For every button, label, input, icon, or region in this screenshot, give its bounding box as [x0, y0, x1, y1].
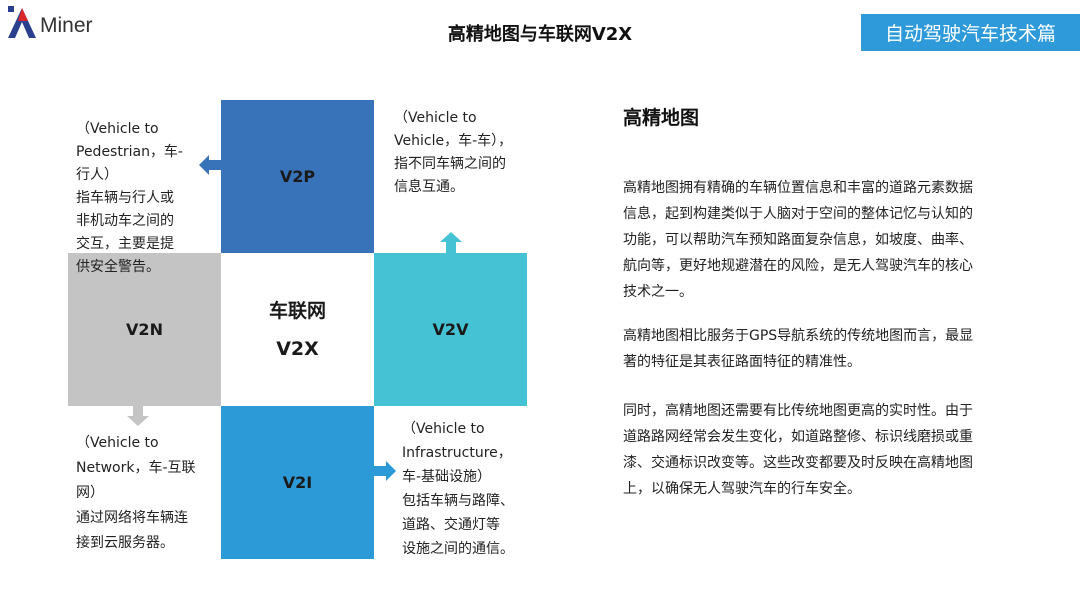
paragraph-3: 同时，高精地图还需要有比传统地图更高的实时性。由于 道路路网经常会发生变化，如道…: [623, 403, 973, 497]
v2i-label: V2I: [282, 473, 313, 492]
miner-logo-icon: [8, 6, 36, 38]
v2v-label: V2V: [432, 320, 469, 339]
v2p-label: V2P: [279, 167, 316, 186]
v2n-block: V2N: [68, 253, 221, 406]
v2p-block: V2P: [221, 100, 374, 253]
v2n-description: （Vehicle to Network，车-互联 网） 通过网络将车辆连 接到云…: [76, 435, 196, 551]
arrow-left-icon: [199, 155, 221, 175]
v2v-description: （Vehicle to Vehicle，车-车）， 指不同车辆之间的 信息互通。: [394, 110, 513, 195]
paragraph-1: 高精地图拥有精确的车辆位置信息和丰富的道路元素数据 信息，起到构建类似于人脑对于…: [623, 180, 973, 300]
v2p-description: （Vehicle to Pedestrian，车- 行人） 指车辆与行人或 非机…: [76, 121, 183, 275]
v2i-description: （Vehicle to Infrastructure， 车-基础设施） 包括车辆…: [402, 421, 514, 557]
center-subtitle: V2X: [276, 337, 319, 360]
v2n-label: V2N: [126, 320, 163, 339]
center-title: 车联网: [268, 299, 326, 322]
page-title: 高精地图与车联网V2X: [447, 24, 633, 45]
section-heading: 高精地图: [623, 107, 700, 129]
arrow-right-icon: [374, 461, 396, 481]
paragraph-2: 高精地图相比服务于GPS导航系统的传统地图而言，最显 著的特征是其表征路面特征的…: [623, 328, 974, 370]
v2v-block: V2V: [374, 253, 527, 406]
section-badge: 自动驾驶汽车技术篇: [861, 14, 1080, 51]
logo-text: Miner: [40, 14, 93, 37]
miner-logo: Miner: [6, 4, 106, 44]
v2x-center-block: 车联网 V2X: [221, 253, 374, 406]
v2i-block: V2I: [221, 406, 374, 559]
arrow-up-icon: [440, 232, 462, 253]
arrow-down-icon: [127, 406, 149, 426]
